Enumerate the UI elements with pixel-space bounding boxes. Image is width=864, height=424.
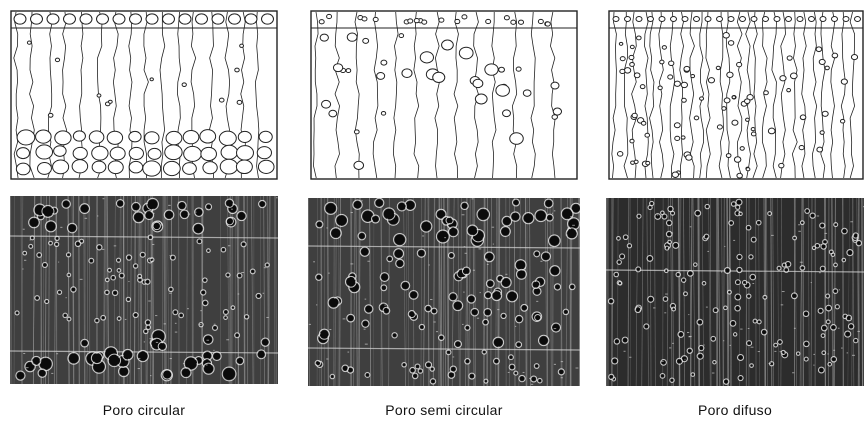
ring-porous-caption: Poro circular [8,402,280,418]
diffuse-porous-caption: Poro difuso [606,402,864,418]
ring-porous-micrograph [10,196,278,384]
diffuse-porous-micrograph [606,198,864,386]
semi-ring-porous-caption: Poro semi circular [308,402,580,418]
semi-ring-porous-drawing [310,10,578,180]
ring-porous-drawing [10,10,278,180]
diffuse-porous-drawing [608,10,864,180]
semi-ring-porous-micrograph [308,198,580,386]
